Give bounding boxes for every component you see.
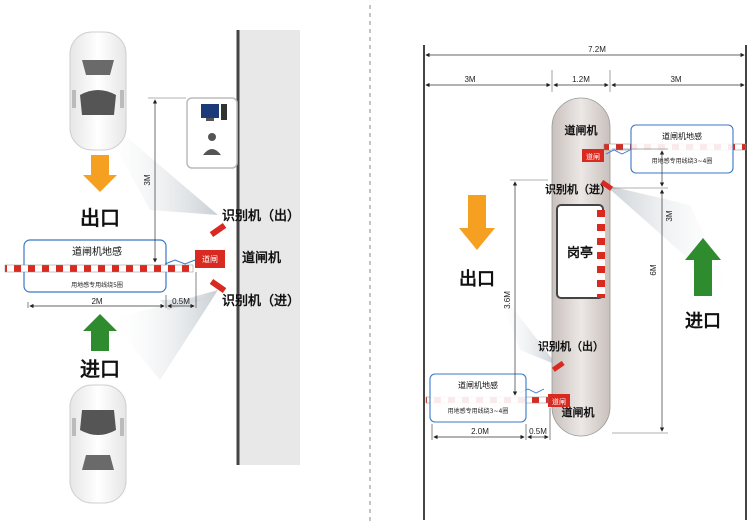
entry-camera-beam <box>110 290 218 380</box>
right-dim-lane-left: 3M <box>464 75 475 84</box>
right-entry-beam <box>605 185 735 300</box>
left-barrier-label: 道闸机 <box>242 250 281 266</box>
right-exit-label: 出口 <box>459 268 495 290</box>
right-sensor-box-top: 道闸机地感 用地感专用线绕3~4圈 <box>630 124 734 174</box>
left-sensor-note: 用地感专用线绕5圈 <box>71 281 123 289</box>
right-gate-box-bottom <box>548 394 570 407</box>
right-sensor-box-bottom: 道闸机地感 用地感专用线绕3~4圈 <box>429 373 527 423</box>
right-exit-camera-icon <box>551 360 565 372</box>
right-booth-label: 岗亭 <box>567 245 593 261</box>
right-dim-6m: 6M <box>649 264 658 275</box>
right-sensor-title-top: 道闸机地感 <box>662 131 702 141</box>
right-entry-label: 进口 <box>685 311 721 332</box>
exit-camera-icon <box>209 222 227 238</box>
right-sensor-note-bottom: 用地感专用线绕3~4圈 <box>448 407 509 415</box>
right-gate-tag-bottom: 道闸 <box>552 397 566 406</box>
left-recognizer-entry: 识别机（进） <box>222 293 300 309</box>
right-sensor-note-top: 用地感专用线绕3~4圈 <box>652 157 713 165</box>
right-gate-box-top <box>582 149 604 162</box>
left-barrier-arm <box>4 264 194 273</box>
right-entry-arrow-icon <box>685 238 721 296</box>
entry-arrow-icon <box>83 314 117 351</box>
left-sensor-title: 道闸机地感 <box>72 245 122 258</box>
right-dim-lane-right: 3M <box>670 75 681 84</box>
right-exit-beam <box>495 285 557 365</box>
right-recognizer-entry: 识别机（进） <box>545 182 611 196</box>
booth-computer <box>186 97 238 169</box>
left-gate-tag: 道闸 <box>202 254 218 264</box>
right-dim-36m: 3.6M <box>503 291 512 309</box>
right-dim-05m: 0.5M <box>529 427 547 436</box>
right-dim-3m-vertical: 3M <box>665 210 674 221</box>
car-top-icon <box>69 31 127 151</box>
exit-arrow-icon <box>83 155 117 192</box>
entry-camera-icon <box>209 278 227 294</box>
left-dim-05m: 0.5M <box>172 297 190 306</box>
left-gate-box <box>195 250 225 268</box>
right-gate-tag-top: 道闸 <box>586 152 600 161</box>
wall <box>238 30 300 465</box>
right-dim-island: 1.2M <box>572 75 590 84</box>
right-barrier-bottom: 道闸机 <box>562 405 595 419</box>
left-dim-2m: 2M <box>91 297 102 306</box>
right-entry-camera-icon <box>600 179 614 191</box>
right-panel: 7.2M 3M 1.2M 3M 岗亭 道闸机 识别机（进） 识别机（出） 道闸机… <box>423 45 747 520</box>
left-dim-3m: 3M <box>143 174 152 185</box>
right-sensor-title-bottom: 道闸机地感 <box>458 380 498 390</box>
right-dim-total: 7.2M <box>588 45 606 54</box>
left-entry-label: 进口 <box>80 357 120 381</box>
left-exit-label: 出口 <box>80 206 120 230</box>
car-bottom-icon <box>69 384 127 504</box>
right-recognizer-exit: 识别机（出） <box>538 339 604 353</box>
left-panel: 出口 道闸机地感 用地感专用线绕5圈 道闸 识别机（出） 道闸机 识别机（进） … <box>4 30 300 504</box>
right-barrier-top: 道闸机 <box>565 123 598 137</box>
right-exit-arrow-icon <box>459 195 495 250</box>
right-dim-20m: 2.0M <box>471 427 489 436</box>
left-recognizer-exit: 识别机（出） <box>222 208 300 224</box>
